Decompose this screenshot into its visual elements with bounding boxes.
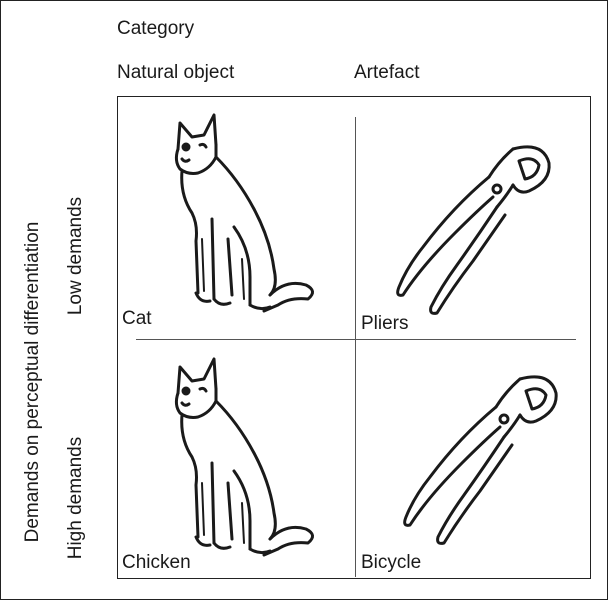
high-demands-label: High demands (65, 437, 87, 560)
cell-label-cat: Cat (122, 308, 152, 330)
pliers-icon (380, 367, 570, 557)
pliers-icon (373, 137, 563, 327)
cell-label-pliers: Pliers (361, 313, 409, 335)
cat-icon (158, 353, 328, 563)
cell-label-bicycle: Bicycle (361, 552, 421, 574)
cell-label-chicken: Chicken (122, 552, 191, 574)
demands-axis-title: Demands on perceptual differentiation (22, 222, 44, 543)
cat-icon (158, 109, 328, 319)
category-heading: Category (117, 18, 194, 40)
stimulus-grid: Cat Pliers Chicken Bicycle (117, 96, 591, 579)
natural-object-heading: Natural object (117, 62, 234, 84)
artefact-heading: Artefact (354, 62, 419, 84)
vertical-divider (355, 117, 356, 577)
low-demands-label: Low demands (65, 197, 87, 315)
horizontal-divider (136, 339, 576, 340)
